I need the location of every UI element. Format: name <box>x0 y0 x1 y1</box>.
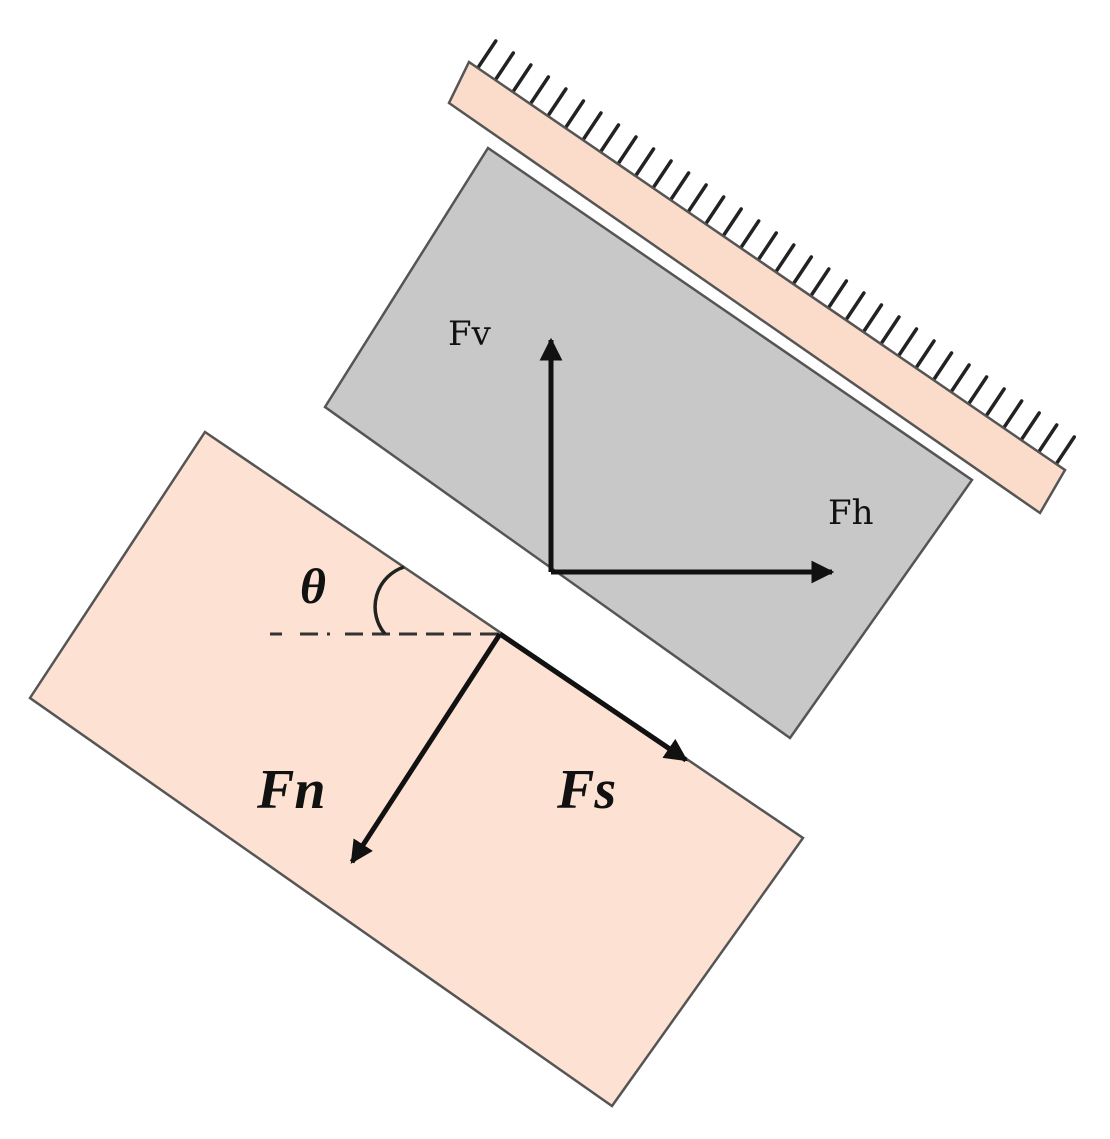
hatch-stroke <box>826 279 849 310</box>
hatch-stroke <box>493 51 516 82</box>
fs-label: Fs <box>556 759 616 821</box>
hatch-stroke <box>581 111 603 142</box>
fn-label: Fn <box>256 759 326 821</box>
hatch-stroke <box>861 303 884 334</box>
hatch-stroke <box>616 135 638 166</box>
hatch-stroke <box>738 219 761 250</box>
hatch-stroke <box>703 195 726 226</box>
hatch-stroke <box>756 231 778 262</box>
hatch-stroke <box>686 183 708 214</box>
hatch-stroke <box>668 171 691 202</box>
hatch-stroke <box>528 75 551 106</box>
fh-label: Fh <box>828 493 874 533</box>
hatch-stroke <box>633 147 656 178</box>
hatch-stroke <box>984 387 1006 418</box>
fs-arrow <box>498 631 688 763</box>
hatch-stroke <box>949 363 971 394</box>
hatch-stroke <box>563 99 586 130</box>
hatch-stroke <box>809 267 831 298</box>
angle-arc <box>373 565 405 636</box>
hatch-stroke <box>1036 423 1059 454</box>
fn-arrow <box>349 632 503 864</box>
hatch-stroke <box>721 207 743 238</box>
hatch-stroke <box>1019 411 1041 442</box>
hatch-stroke <box>879 315 901 346</box>
hatch-stroke <box>931 351 954 382</box>
hatch-stroke <box>651 159 673 190</box>
tool-holder-plate <box>447 60 1067 515</box>
hatch-stroke <box>914 339 936 370</box>
hatch-stroke <box>774 243 796 274</box>
hatch-stroke <box>1001 399 1024 430</box>
hatch-stroke <box>896 327 919 358</box>
fv-label: Fv <box>448 314 492 354</box>
hatch-stroke <box>476 39 498 70</box>
tool-block <box>323 146 974 740</box>
fixed-support-hatching <box>476 39 1076 466</box>
hatch-stroke <box>844 291 866 322</box>
angle-label: θ <box>300 558 326 614</box>
hatch-stroke <box>1054 435 1076 466</box>
hatch-stroke <box>546 87 568 118</box>
hatch-stroke <box>598 123 621 154</box>
hatch-stroke <box>966 375 989 406</box>
hatch-stroke <box>511 63 533 94</box>
hatch-stroke <box>791 255 814 286</box>
